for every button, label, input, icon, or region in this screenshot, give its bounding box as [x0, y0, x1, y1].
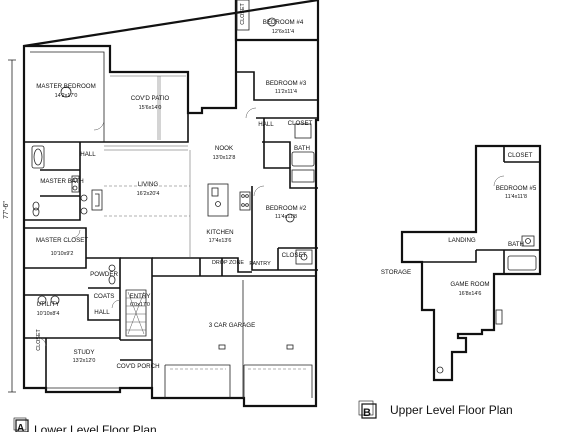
size-game-room: 16'8x14'6 [459, 291, 482, 297]
label-bedroom5: BEDROOM #5 [496, 185, 537, 192]
upper-title: Upper Level Floor Plan [390, 403, 513, 417]
label-bedroom2: BEDROOM #2 [266, 205, 307, 212]
size-utility: 10'10x8'4 [37, 311, 60, 317]
dimension-line [8, 59, 16, 393]
label-master-bedroom: MASTER BEDROOM [36, 83, 95, 90]
upper-sink [521, 235, 535, 247]
room-labels: MASTER BEDROOM 14'2x17'0 COV'D PATIO 15'… [36, 3, 537, 370]
label-nook: NOOK [215, 145, 234, 152]
label-powder: POWDER [90, 271, 118, 278]
label-hall-utility: HALL [94, 309, 110, 316]
bedroom4-closet [236, 0, 250, 31]
lower-interior-walls [24, 40, 318, 398]
size-bedroom2: 11'4x11'8 [275, 214, 297, 220]
size-entry: 6'0x17'0 [130, 302, 150, 308]
size-bedroom4: 12'6x11'4 [272, 29, 294, 35]
label-closet-b2: CLOSET [282, 252, 307, 259]
lower-outer-wall [22, 0, 320, 408]
upper-title-letter: B [363, 407, 371, 419]
label-hall-master: HALL [80, 151, 96, 158]
label-utility: UTILITY [36, 301, 59, 308]
label-drop-zone: DROP ZONE [212, 260, 244, 266]
label-garage: 3 CAR GARAGE [209, 322, 255, 329]
label-bath-up: BATH [508, 241, 524, 248]
label-living: LIVING [138, 181, 158, 188]
label-bedroom3: BEDROOM #3 [266, 80, 307, 87]
lower-title-block: A Lower Level Floor Plan [13, 417, 157, 432]
size-bedroom3: 11'2x11'4 [275, 89, 297, 95]
fixtures [31, 17, 315, 337]
label-closet-study: CLOSET [36, 329, 42, 351]
label-entry: ENTRY [130, 293, 151, 300]
upper-tub [507, 255, 537, 271]
label-bath-right: BATH [294, 145, 310, 152]
label-bedroom4: BEDROOM #4 [263, 19, 304, 26]
size-master-bedroom: 14'2x17'0 [55, 93, 78, 99]
upper-level-plan [400, 144, 542, 382]
label-master-closet: MASTER CLOSET [36, 237, 88, 244]
size-living: 16'2x20'4 [137, 191, 160, 197]
label-covd-patio: COV'D PATIO [131, 95, 170, 102]
label-closet-b3: CLOSET [288, 120, 313, 127]
lower-title: Lower Level Floor Plan [34, 423, 157, 432]
size-bedroom5: 11'4x11'8 [505, 194, 527, 200]
label-closet-b4: CLOSET [240, 3, 246, 25]
patio-details [104, 75, 191, 258]
label-coats: COATS [94, 293, 115, 300]
label-master-bath: MASTER BATH [40, 178, 84, 185]
upper-title-block: B Upper Level Floor Plan [358, 400, 513, 419]
label-covd-porch: COV'D PORCH [116, 363, 159, 370]
lower-title-letter: A [17, 423, 24, 432]
garage-details [164, 280, 313, 398]
size-study: 13'2x12'0 [73, 358, 96, 364]
overall-dimension: 77'-6" [3, 201, 10, 219]
label-study: STUDY [74, 349, 95, 356]
size-master-closet: 10'10x9'2 [51, 251, 74, 257]
label-game-room: GAME ROOM [450, 281, 489, 288]
upper-outer-wall [400, 144, 542, 382]
size-kitchen: 17'4x13'6 [209, 238, 232, 244]
label-pantry: PANTRY [249, 261, 271, 267]
label-storage: STORAGE [381, 269, 411, 276]
label-closet-up: CLOSET [508, 152, 533, 159]
size-covd-patio: 15'6x14'0 [139, 105, 162, 111]
label-hall-upper-right: HALL [258, 121, 274, 128]
door-swings [37, 107, 265, 347]
lower-level-plan [8, 0, 320, 408]
label-kitchen: KITCHEN [206, 229, 233, 236]
label-landing: LANDING [448, 237, 476, 244]
size-nook: 13'0x12'8 [213, 155, 236, 161]
